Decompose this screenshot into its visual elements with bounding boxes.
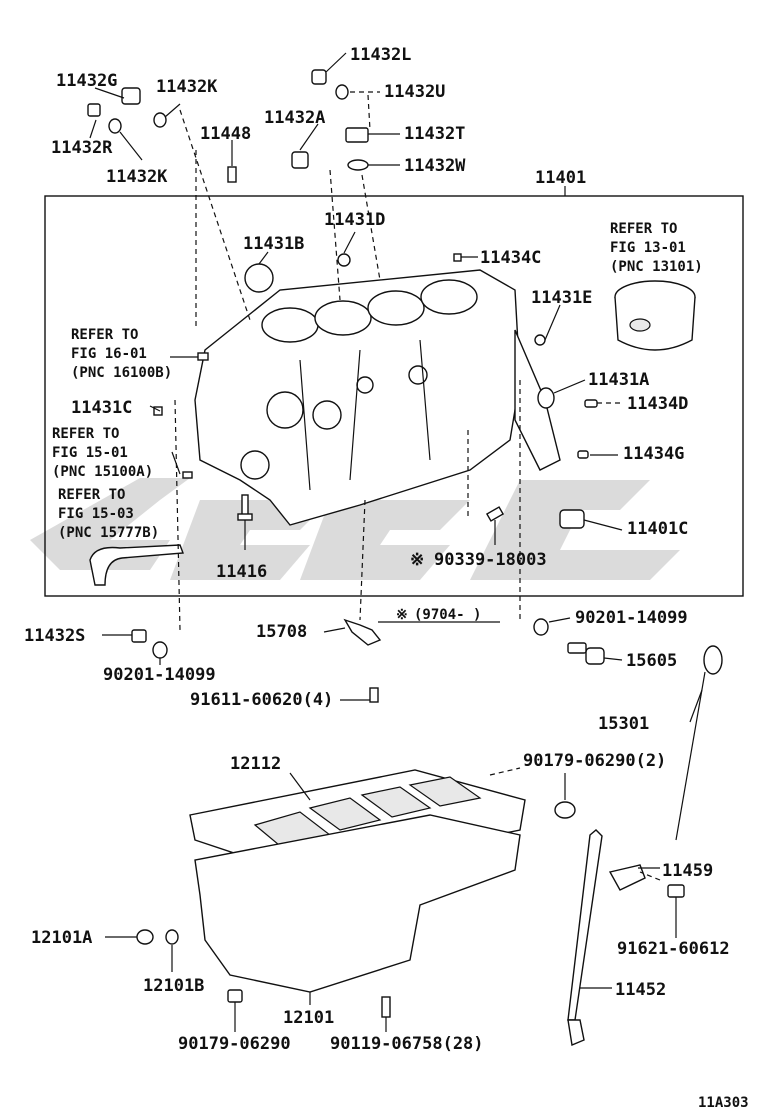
ref15a-line3: (PNC 15100A) — [52, 464, 153, 480]
label-11434C: 11434C — [480, 248, 541, 268]
ref15a-line2: FIG 15-01 — [52, 445, 128, 461]
small-parts-top — [87, 69, 598, 586]
ref13-line1: REFER TO — [610, 221, 677, 237]
label-11432R: 11432R — [51, 138, 113, 158]
label-11431C: 11431C — [71, 398, 132, 418]
label-15605: 15605 — [626, 651, 677, 671]
label-11448: 11448 — [200, 124, 251, 144]
label-11434G: 11434G — [623, 444, 684, 464]
label-11416: 11416 — [216, 562, 267, 582]
label-11432T: 11432T — [404, 124, 465, 144]
ref15b-line3: (PNC 15777B) — [58, 525, 159, 541]
label-12112: 12112 — [230, 754, 281, 774]
label-90179-06290-top: 90179-06290(2) — [523, 751, 666, 771]
piston-reference — [614, 280, 696, 351]
label-91611-60620: 91611-60620(4) — [190, 690, 333, 710]
dipstick-assembly — [567, 645, 723, 1046]
label-11459: 11459 — [662, 861, 713, 881]
ref13-line2: FIG 13-01 — [610, 240, 686, 256]
note-marker-date: ※ — [396, 607, 408, 623]
label-91621-60612: 91621-60612 — [617, 939, 730, 959]
ref15b-line1: REFER TO — [58, 487, 125, 503]
label-11431E: 11431E — [531, 288, 592, 308]
label-11431B: 11431B — [243, 234, 304, 254]
label-12101A: 12101A — [31, 928, 92, 948]
label-12101: 12101 — [283, 1008, 334, 1028]
ref15a-line1: REFER TO — [52, 426, 119, 442]
label-11401C: 11401C — [627, 519, 688, 539]
label-90339-18003: 90339-18003 — [434, 550, 547, 570]
label-90119-06758: 90119-06758(28) — [330, 1034, 484, 1054]
label-11432A: 11432A — [264, 108, 325, 128]
leader-lines — [89, 52, 703, 1032]
cylinder-block — [194, 269, 561, 526]
ref13-line3: (PNC 13101) — [610, 259, 703, 275]
note-marker-90339: ※ — [410, 550, 424, 570]
ref15b-line2: FIG 15-03 — [58, 506, 134, 522]
figure-code: 11A303 — [698, 1095, 749, 1111]
label-11432K-low: 11432K — [106, 167, 168, 187]
label-11401: 11401 — [535, 168, 586, 188]
label-90201-14099-right: 90201-14099 — [575, 608, 688, 628]
part-labels: 11432L 11432U 11432G 11432K 11432A 11432… — [24, 45, 749, 1111]
label-12101B: 12101B — [143, 976, 204, 996]
small-parts-middle — [131, 618, 605, 703]
label-90201-14099-left: 90201-14099 — [103, 665, 216, 685]
label-11431D: 11431D — [324, 210, 385, 230]
label-11432K-top: 11432K — [156, 77, 218, 97]
label-90179-06290-bottom: 90179-06290 — [178, 1034, 291, 1054]
ref16-line1: REFER TO — [71, 327, 138, 343]
label-11434D: 11434D — [627, 394, 688, 414]
ref16-line2: FIG 16-01 — [71, 346, 147, 362]
cylinder-block-frame — [44, 195, 744, 597]
note-date-range: (9704- ) — [414, 607, 481, 623]
label-11452: 11452 — [615, 980, 666, 1000]
label-11432S: 11432S — [24, 626, 85, 646]
label-11432W: 11432W — [404, 156, 466, 176]
label-15301: 15301 — [598, 714, 649, 734]
oil-pan-assembly — [136, 769, 576, 1018]
label-11432L: 11432L — [350, 45, 411, 65]
reference-notes: REFER TO FIG 13-01 (PNC 13101) REFER TO … — [52, 221, 703, 541]
label-11432U: 11432U — [384, 82, 445, 102]
label-11432G: 11432G — [56, 71, 117, 91]
label-15708: 15708 — [256, 622, 307, 642]
label-11431A: 11431A — [588, 370, 649, 390]
ref16-line3: (PNC 16100B) — [71, 365, 172, 381]
